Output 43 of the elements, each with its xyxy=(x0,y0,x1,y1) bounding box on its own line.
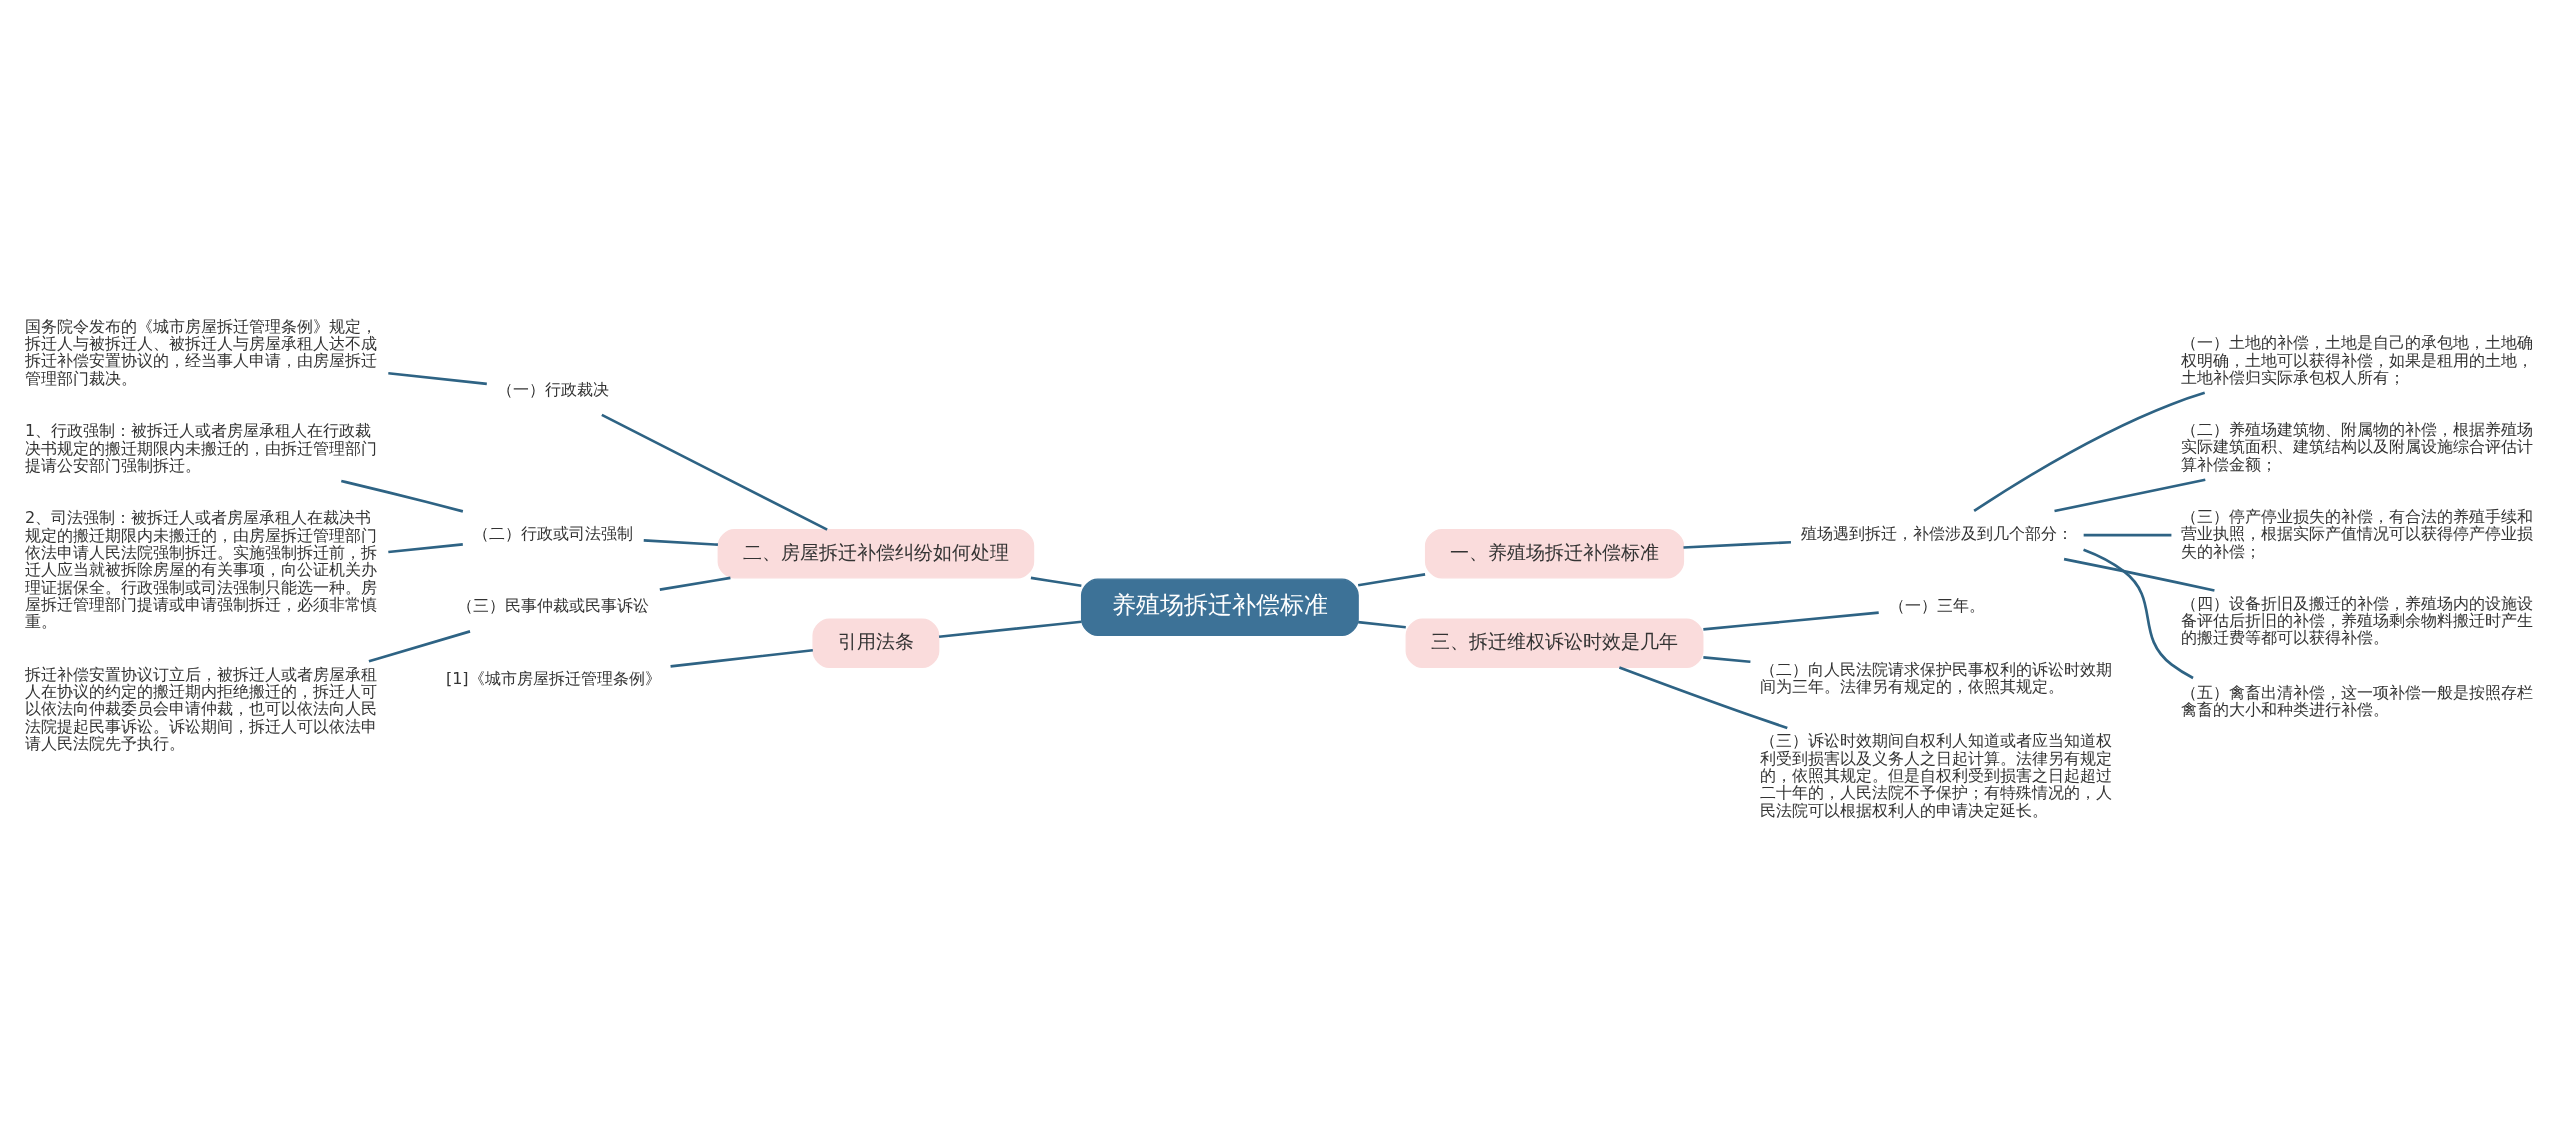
node-text: （一）三年。 xyxy=(1889,596,1986,616)
connector xyxy=(1357,573,1426,587)
node-text: 1、行政强制：被拆迁人或者房屋承租人在行政裁决书规定的搬迁期限内未搬迁的，由拆迁管理部门提请公安部门强制拆迁。 xyxy=(24,421,377,476)
connector xyxy=(388,371,487,386)
connector xyxy=(643,538,718,546)
node-text: （四）设备折旧及搬迁的补偿，养殖场内的设施设备评估后折旧的补偿，养殖场剩余物料搬迁时产生的搬迁费等都可以获得补偿。 xyxy=(2181,593,2534,648)
node-box: 三、拆迁维权诉讼时效是几年 xyxy=(1405,618,1704,668)
connector xyxy=(1030,576,1082,588)
node-text: （二）行政或司法强制 xyxy=(473,524,634,544)
node-text: 2、司法强制：被拆迁人或者房屋承租人在裁决书规定的搬迁期限内未搬迁的，由房屋拆迁管理部门依法申请人民法院强制拆迁。实施强制拆迁前，拆迁人应当就被拆除房屋的有关事项，向公证机关办理证据保全。行政强制或司法强制只能选一种。房屋拆迁管理部门提请或申请强制拆迁，必须非常慎重。 xyxy=(24,508,377,632)
node-box: 养殖场拆迁补偿标准 xyxy=(1080,578,1359,636)
node-text: 国务院令发布的《城市房屋拆迁管理条例》规定，拆迁人与被拆迁人、被拆迁人与房屋承租人达不成拆迁补偿安置协议的，经当事人申请，由房屋拆迁管理部门裁决。 xyxy=(24,316,377,388)
node-text: 殖场遇到拆迁，补偿涉及到几个部分： xyxy=(1801,524,2074,544)
node-box: 一、养殖场拆迁补偿标准 xyxy=(1424,529,1685,579)
connector xyxy=(601,413,828,531)
node-text: （一）土地的补偿，土地是自己的承包地，土地确权明确，土地可以获得补偿，如果是租用的土地，土地补偿归实际承包权人所有； xyxy=(2181,333,2534,387)
connector xyxy=(2083,533,2172,537)
node-text: [1]《城市房屋拆迁管理条例》 xyxy=(445,668,661,688)
connector xyxy=(670,648,813,668)
node-text: （二）向人民法院请求保护民事权利的诉讼时效期间为三年。法律另有规定的，依照其规定。 xyxy=(1760,659,2113,697)
connector xyxy=(659,576,731,591)
node-text: （三）停产停业损失的补偿，有合法的养殖手续和营业执照，根据实际产值情况可以获得停产停业损失的补偿； xyxy=(2181,506,2534,561)
connector xyxy=(2054,478,2206,513)
node-box: 二、房屋拆迁补偿纠纷如何处理 xyxy=(717,529,1035,579)
node-text: （三）民事仲裁或民事诉讼 xyxy=(457,596,650,616)
connector xyxy=(938,620,1082,639)
connector xyxy=(388,543,463,554)
connector xyxy=(2063,557,2215,592)
connector xyxy=(1358,620,1406,629)
connector xyxy=(1703,611,1879,631)
connector xyxy=(1703,656,1751,664)
connector xyxy=(341,479,464,513)
connector xyxy=(2083,548,2194,680)
connector xyxy=(368,630,471,663)
connector xyxy=(1973,391,2206,512)
node-box: 引用法条 xyxy=(812,618,940,668)
node-text: （一）行政裁决 xyxy=(497,379,610,399)
connector xyxy=(1683,540,1791,549)
node-text: （三）诉讼时效期间自权利人知道或者应当知道权利受到损害以及义务人之日起计算。法律另有规定的，依照其规定。但是自权利受到损害之日起超过二十年的，人民法院不予保护；有特殊情况的，人民法院可以根据权利人的申请决定延长。 xyxy=(1760,731,2113,820)
node-text: （五）禽畜出清补偿，这一项补偿一般是按照存栏禽畜的大小和种类进行补偿。 xyxy=(2181,682,2534,719)
node-text: （二）养殖场建筑物、附属物的补偿，根据养殖场实际建筑面积、建筑结构以及附属设施综合评估计算补偿金额； xyxy=(2181,420,2534,474)
connector xyxy=(1618,666,1788,730)
node-text: 拆迁补偿安置协议订立后，被拆迁人或者房屋承租人在协议的约定的搬迁期内拒绝搬迁的，拆迁人可以依法向仲裁委员会申请仲裁，也可以依法向人民法院提起民事诉讼。诉讼期间，拆迁人可以依法申请人民法院先予执行。 xyxy=(24,664,377,753)
